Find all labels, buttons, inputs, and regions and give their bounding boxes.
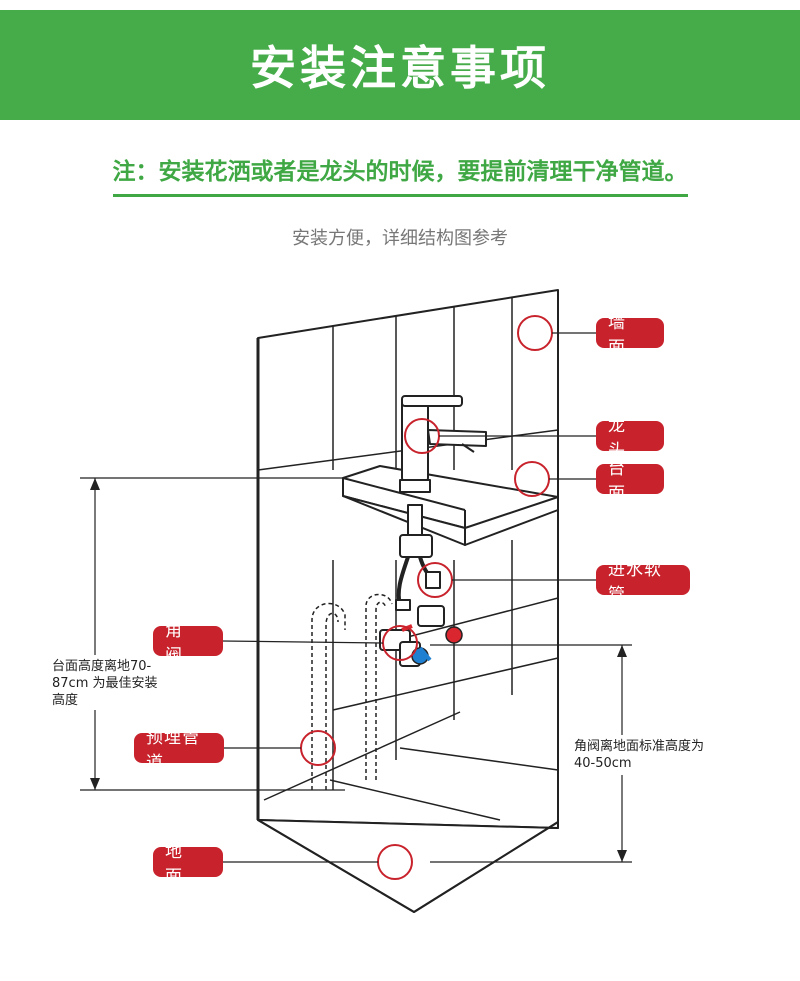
floor-surface — [257, 819, 559, 913]
page-title: 安装注意事项 — [250, 41, 550, 95]
label-inlet-hose: 进水软管 — [596, 560, 690, 605]
label-embedded-pipe: 预埋管道 — [134, 728, 224, 773]
note-row: 注：安装花洒或者是龙头的时候，要提前清理干净管道。 — [0, 152, 800, 197]
label-wall: 墙 面 — [596, 313, 664, 358]
installation-note: 注：安装花洒或者是龙头的时候，要提前清理干净管道。 — [112, 152, 688, 197]
label-angle-valve: 角 阀 — [153, 621, 223, 666]
label-faucet: 龙 头 — [596, 416, 664, 461]
header-banner: 安装注意事项 — [0, 10, 800, 120]
hot-valve-handle — [445, 626, 463, 644]
label-floor: 地 面 — [153, 842, 223, 887]
countertop-height-note: 台面高度离地70-87cm 为最佳安装高度 — [52, 659, 158, 708]
angle-valve-height-note: 角阀离地面标准高度为 40-50cm — [574, 739, 705, 771]
embedded-pipe — [311, 602, 346, 790]
subtitle: 安装方便，详细结构图参考 — [292, 228, 508, 249]
label-countertop: 台 面 — [596, 459, 664, 504]
